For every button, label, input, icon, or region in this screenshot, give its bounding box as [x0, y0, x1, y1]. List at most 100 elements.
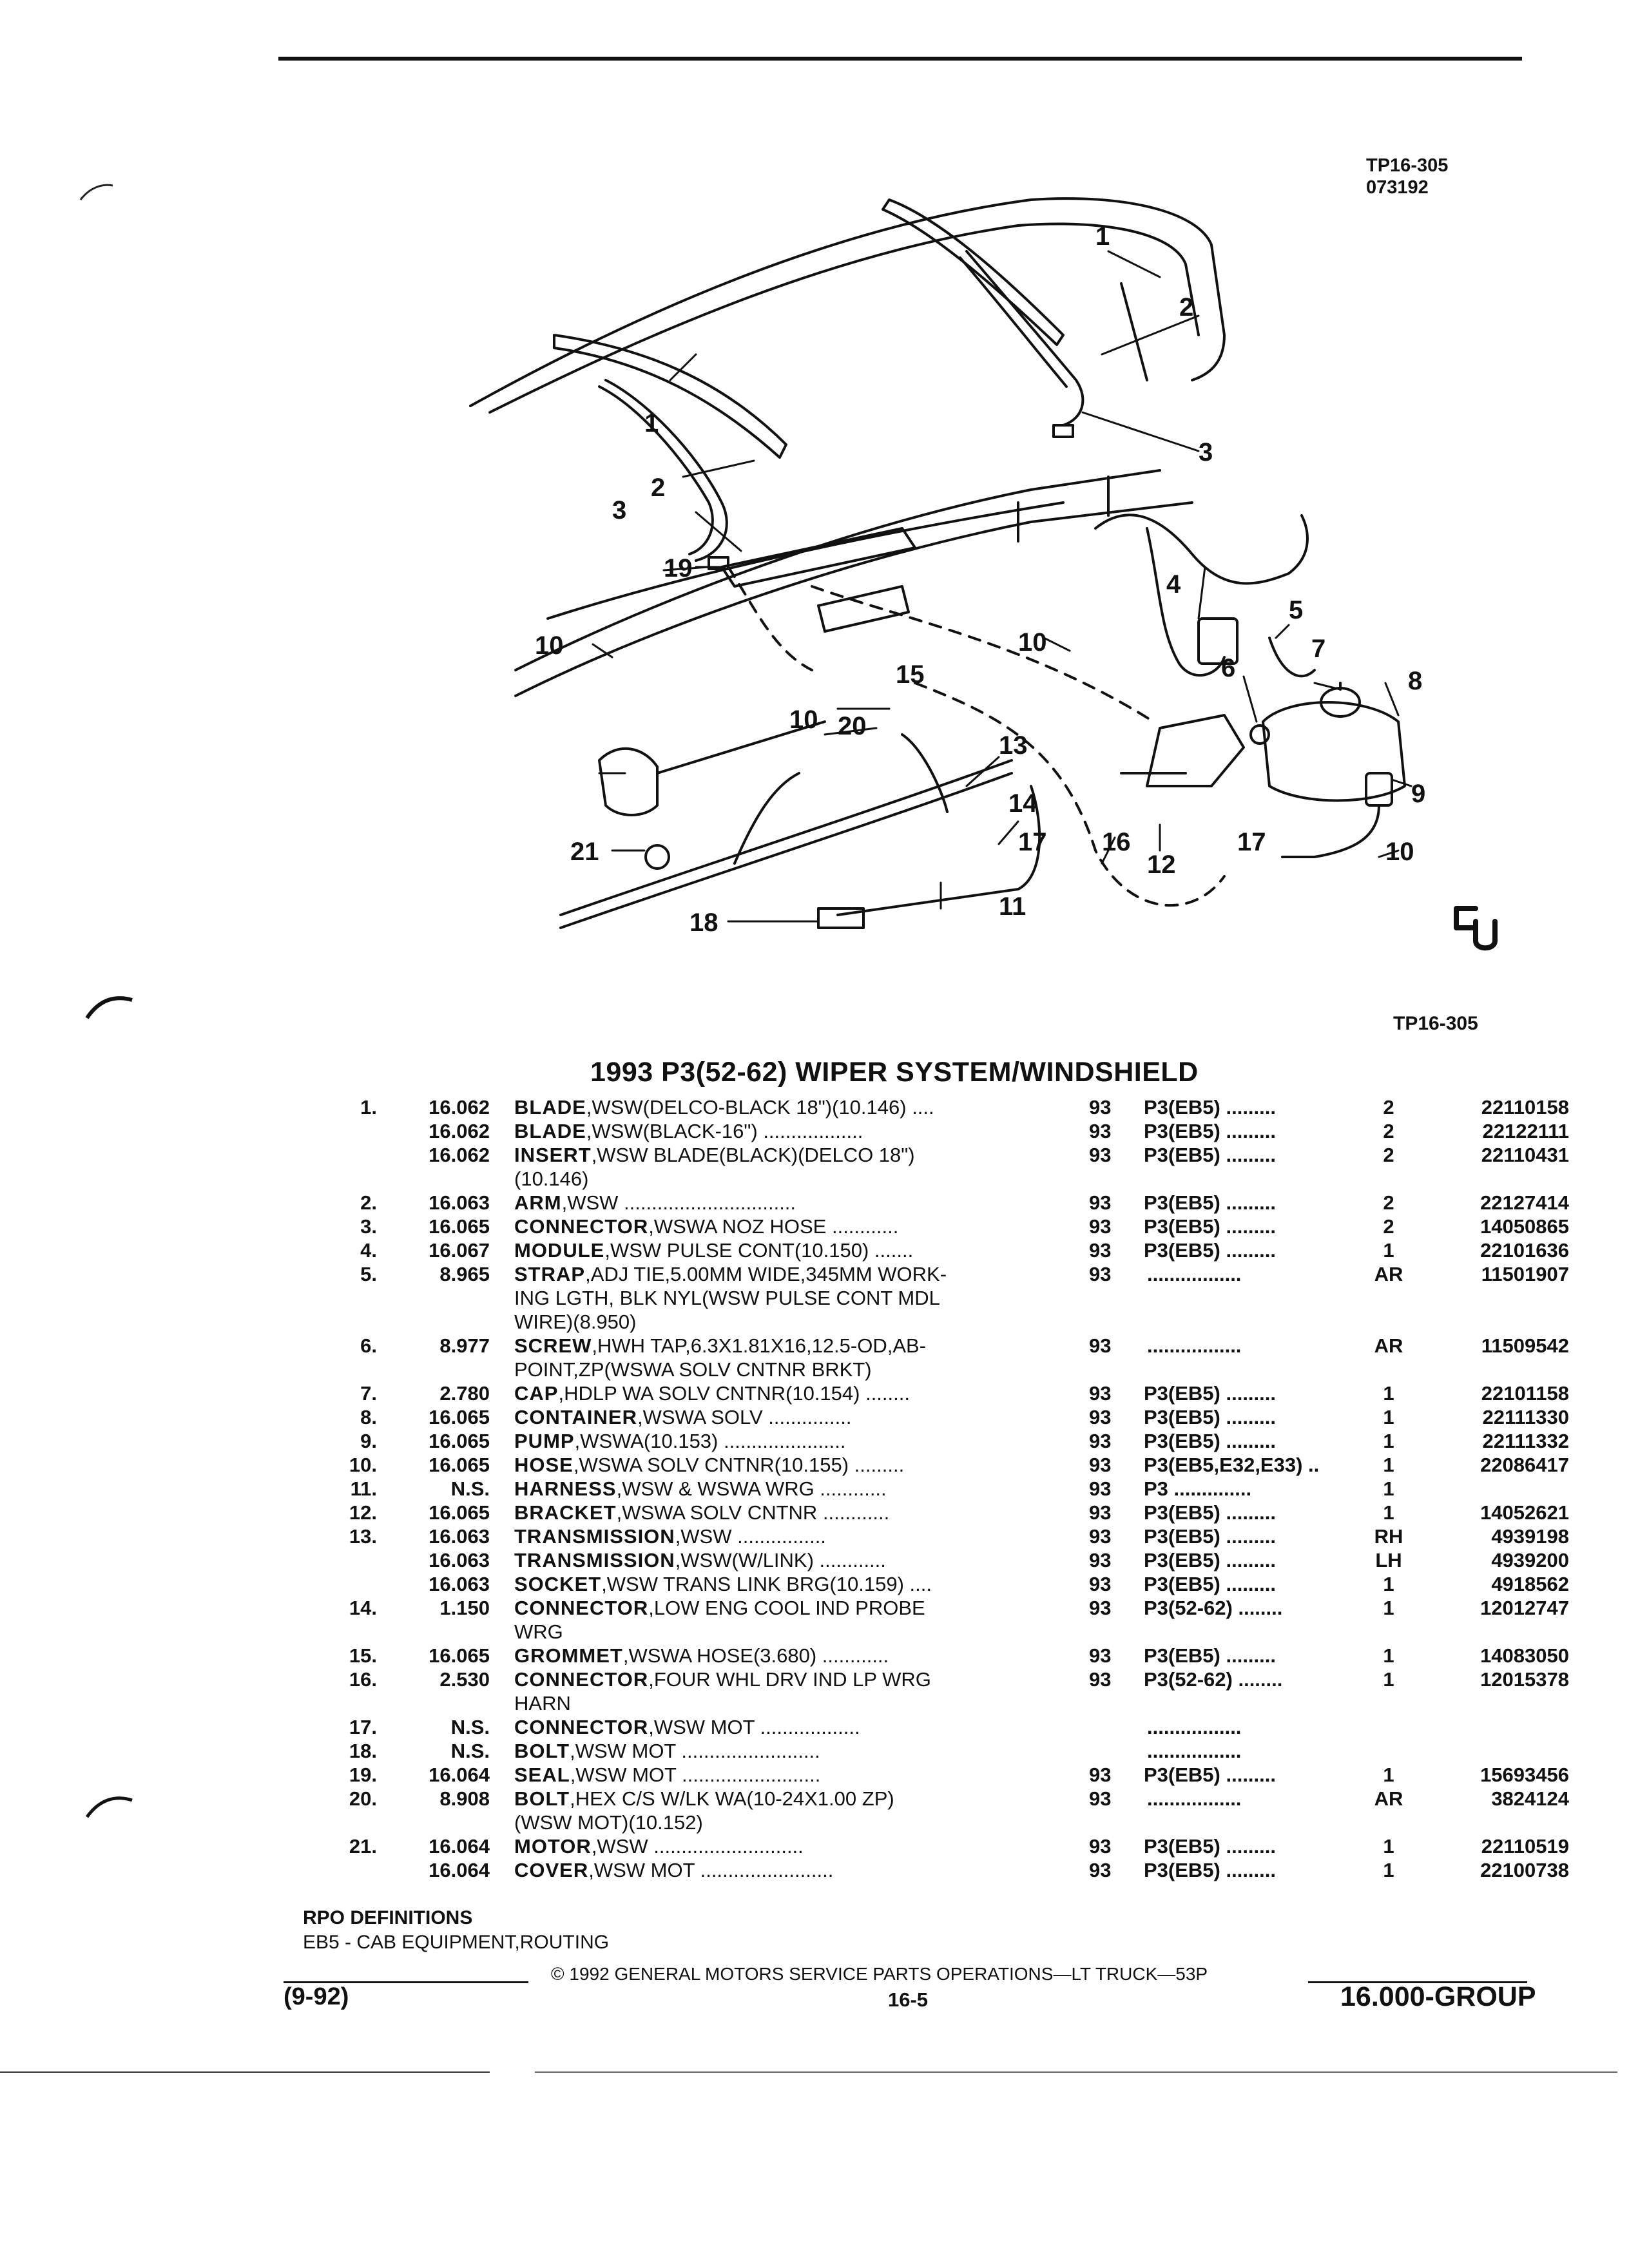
part-detail: POINT,ZP(WSWA SOLV CNTNR BRKT)	[514, 1358, 872, 1381]
quantity: 1	[1383, 1859, 1394, 1881]
part-name: HARNESS	[514, 1477, 617, 1500]
part-name: TRANSMISSION	[514, 1525, 675, 1548]
part-number: 4918562	[1491, 1573, 1569, 1595]
part-detail: ,WSWA HOSE(3.680) ............	[622, 1644, 889, 1667]
leader-dots: .................	[1147, 1334, 1242, 1357]
callout-label: 19	[664, 554, 693, 582]
part-row: 16.062 BLADE,WSW(BLACK-16") .............…	[335, 1119, 1572, 1143]
part-detail: ,WSW MOT .........................	[570, 1740, 820, 1762]
model-year: 93	[1089, 1597, 1112, 1619]
callout-label: 2	[1179, 293, 1193, 322]
group-number: 16.065	[429, 1454, 490, 1476]
group-number: N.S.	[450, 1740, 490, 1762]
part-name: SEAL	[514, 1763, 570, 1786]
part-number: 22086417	[1480, 1454, 1569, 1476]
quantity: 1	[1383, 1573, 1394, 1595]
part-number: 22122111	[1482, 1120, 1569, 1142]
group-number: 2.780	[439, 1382, 490, 1405]
model-year: 93	[1089, 1215, 1112, 1238]
option-codes: P3(EB5) .........	[1144, 1430, 1276, 1452]
callout-label: 1	[1095, 222, 1110, 251]
part-key: 16.	[349, 1668, 377, 1691]
part-name: BRACKET	[514, 1501, 617, 1524]
part-description: BLADE,WSW(DELCO-BLACK 18")(10.146) ....	[514, 1095, 1365, 1119]
part-name: SOCKET	[514, 1573, 602, 1595]
option-codes: P3 ..............	[1144, 1477, 1252, 1500]
callout-label: 14	[1008, 789, 1037, 818]
part-name: MOTOR	[514, 1835, 592, 1858]
part-row: 18.N.S.BOLT,WSW MOT ....................…	[335, 1739, 1572, 1763]
group-number: 16.063	[429, 1573, 490, 1595]
callout-label: 2	[651, 474, 665, 502]
part-description: WIRE)(8.950)	[514, 1310, 1365, 1334]
copyright: © 1992 GENERAL MOTORS SERVICE PARTS OPER…	[551, 1964, 1208, 1984]
model-year: 93	[1089, 1263, 1112, 1285]
hose-routing-dashed	[727, 566, 1226, 907]
group-number: 16.062	[429, 1144, 490, 1166]
part-detail: ,WSW MOT ........................	[588, 1859, 834, 1881]
model-year: 93	[1089, 1454, 1112, 1476]
part-description: PUMP,WSWA(10.153) ......................	[514, 1429, 1365, 1453]
option-codes: P3(EB5) .........	[1144, 1096, 1276, 1119]
part-description: TRANSMISSION,WSW(W/LINK) ............	[514, 1548, 1365, 1572]
page-title: 1993 P3(52-62) WIPER SYSTEM/WINDSHIELD	[590, 1057, 1199, 1088]
group-number: 16.063	[429, 1525, 490, 1548]
model-year: 93	[1089, 1239, 1112, 1262]
model-year: 93	[1089, 1644, 1112, 1667]
option-codes: P3(EB5) .........	[1144, 1144, 1276, 1166]
callout-leaders	[592, 250, 1412, 923]
callout-label: 17	[1018, 828, 1047, 856]
part-name: TRANSMISSION	[514, 1549, 675, 1571]
part-detail: ,WSW ................	[675, 1525, 826, 1548]
callout-label: 10	[789, 706, 818, 734]
callout-label: 9	[1411, 780, 1425, 808]
quantity: AR	[1374, 1263, 1403, 1285]
part-detail: HARN	[514, 1692, 571, 1715]
quantity: 2	[1383, 1096, 1394, 1119]
part-description: WRG	[514, 1620, 1365, 1644]
part-description: (10.146)	[514, 1167, 1365, 1191]
part-detail: ,WSWA SOLV CNTNR(10.155) .........	[573, 1454, 905, 1476]
model-year: 93	[1089, 1406, 1112, 1428]
margin-mark	[85, 996, 133, 1019]
part-number: 22110431	[1481, 1144, 1569, 1166]
group-number: 16.065	[429, 1501, 490, 1524]
part-description: BLADE,WSW(BLACK-16") ..................	[514, 1119, 1365, 1143]
group-number: 16.065	[429, 1406, 490, 1428]
footer-rule-right	[1308, 1981, 1527, 1983]
part-description: SEAL,WSW MOT .........................	[514, 1763, 1365, 1787]
part-detail: ,FOUR WHL DRV IND LP WRG	[648, 1668, 931, 1691]
washer-container	[1120, 682, 1406, 858]
part-detail: WRG	[514, 1620, 563, 1643]
bottom-rule	[0, 2071, 490, 2073]
margin-mark	[79, 184, 113, 200]
option-codes: P3(EB5) .........	[1144, 1120, 1276, 1142]
part-description: (WSW MOT)(10.152)	[514, 1811, 1365, 1834]
callout-label: 1	[644, 409, 659, 437]
part-row: POINT,ZP(WSWA SOLV CNTNR BRKT)	[335, 1358, 1572, 1381]
part-key: 17.	[349, 1716, 377, 1738]
group-number: 16.062	[429, 1120, 490, 1142]
part-number: 3824124	[1491, 1787, 1569, 1810]
model-year: 93	[1089, 1191, 1112, 1214]
model-year: 93	[1089, 1859, 1112, 1881]
part-description: POINT,ZP(WSWA SOLV CNTNR BRKT)	[514, 1358, 1365, 1381]
callout-label: 18	[689, 908, 718, 937]
group-number: 16.064	[429, 1859, 490, 1881]
callout-label: 4	[1166, 570, 1181, 599]
option-codes: P3(EB5) .........	[1144, 1215, 1276, 1238]
callout-label: 10	[535, 631, 564, 660]
part-number: 12012747	[1480, 1597, 1569, 1619]
model-year: 93	[1089, 1096, 1112, 1119]
option-codes: P3(EB5) .........	[1144, 1501, 1276, 1524]
quantity: 1	[1383, 1239, 1394, 1262]
quantity: 1	[1383, 1597, 1394, 1619]
bottom-rule	[535, 2071, 1617, 2073]
group-number: 16.065	[429, 1215, 490, 1238]
figure-date: 073192	[1366, 177, 1429, 198]
